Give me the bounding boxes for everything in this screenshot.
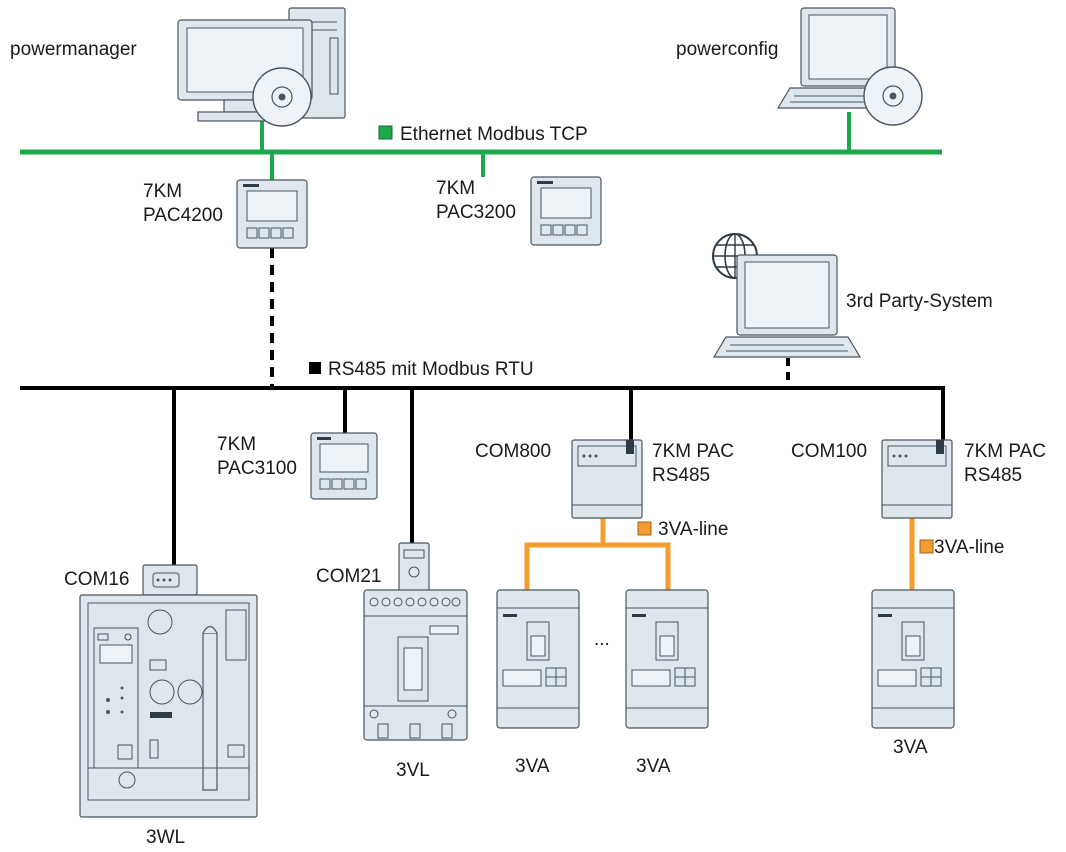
circuit-breaker-icon xyxy=(625,589,709,729)
pac4200-label-2: PAC4200 xyxy=(143,205,223,226)
circuit-breaker-icon xyxy=(363,589,468,741)
com-module-icon xyxy=(571,439,643,519)
powerconfig-label: powerconfig xyxy=(676,39,778,60)
circuit-breaker-icon xyxy=(871,589,955,729)
pac3100-label-2: PAC3100 xyxy=(217,458,297,479)
pac3100-label-1: 7KM xyxy=(217,434,256,455)
rs485-a-label-1: 7KM PAC xyxy=(652,441,734,462)
com-module-icon xyxy=(142,564,198,596)
ethernet-legend: Ethernet Modbus TCP xyxy=(378,124,588,145)
rs485-a-label-2: RS485 xyxy=(652,465,710,486)
com800-label: COM800 xyxy=(475,441,551,462)
rs485-legend: RS485 mit Modbus RTU xyxy=(309,359,534,380)
com100-label: COM100 xyxy=(791,441,867,462)
com16-label: COM16 xyxy=(64,569,129,590)
com-module-icon xyxy=(398,542,430,592)
pac3200-label-2: PAC3200 xyxy=(436,202,516,223)
rs485-b-label-1: 7KM PAC xyxy=(964,441,1046,462)
pac-meter-icon xyxy=(310,432,378,500)
3va-line-legend-b: 3VA-line xyxy=(919,537,1004,558)
3wl-label: 3WL xyxy=(146,827,185,848)
com-module-icon xyxy=(881,439,953,519)
pac3200-label-1: 7KM xyxy=(436,178,475,199)
circuit-breaker-icon xyxy=(496,589,580,729)
rs485-bus xyxy=(20,248,945,565)
ethernet-label: Ethernet Modbus TCP xyxy=(400,124,588,145)
com21-label: COM21 xyxy=(316,566,381,587)
cd-disc-icon xyxy=(252,67,312,127)
rs485-label: RS485 mit Modbus RTU xyxy=(328,359,534,380)
rs485-b-label-2: RS485 xyxy=(964,465,1022,486)
ethernet-bus xyxy=(20,112,942,180)
3vl-label: 3VL xyxy=(396,760,430,781)
pac4200-label-1: 7KM xyxy=(143,181,182,202)
circuit-breaker-icon xyxy=(79,594,258,818)
3va-line-a-label: 3VA-line xyxy=(658,519,728,540)
ellipsis-label: ... xyxy=(594,629,610,650)
3va-line-b-label: 3VA-line xyxy=(934,537,1004,558)
3va-line-bus xyxy=(524,518,915,590)
third-party-label: 3rd Party-System xyxy=(846,291,993,312)
3va-3-label: 3VA xyxy=(893,737,928,758)
powermanager-label: powermanager xyxy=(10,39,137,60)
laptop-icon xyxy=(712,254,862,358)
3va-line-legend-a: 3VA-line xyxy=(637,519,728,540)
pac-meter-icon xyxy=(236,179,308,249)
cd-disc-icon xyxy=(863,66,923,126)
3va-1-label: 3VA xyxy=(515,756,550,777)
3va-2-label: 3VA xyxy=(636,756,671,777)
pac-meter-icon xyxy=(530,176,602,246)
